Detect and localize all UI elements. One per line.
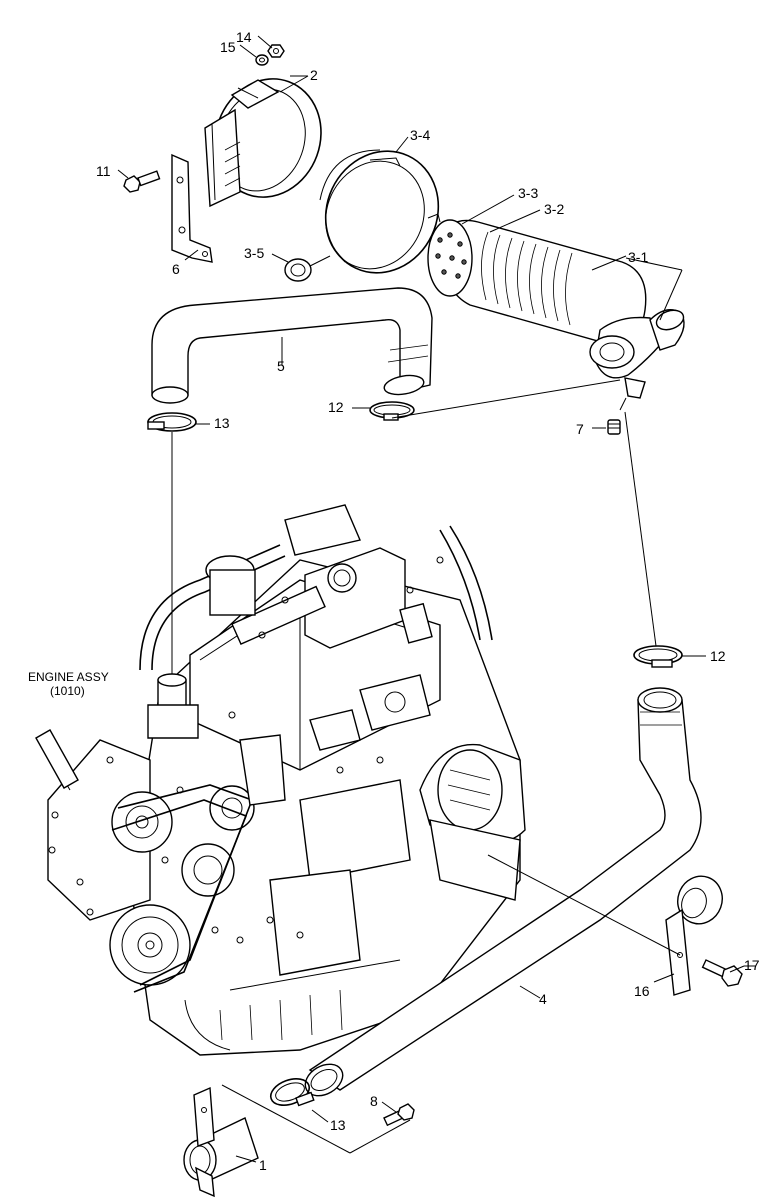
bolt-8	[383, 1103, 415, 1127]
engine-assy-label: ENGINE ASSY	[28, 670, 109, 684]
label-1: 1	[259, 1157, 267, 1173]
pipe-support-16	[665, 875, 723, 996]
label-13-upper: 13	[214, 415, 230, 431]
label-3-3: 3-3	[518, 185, 538, 201]
fitting-7	[607, 419, 621, 435]
label-3-1: 3-1	[628, 249, 648, 265]
hose-clamp-12-upper	[369, 401, 415, 421]
lower-hose-4	[304, 687, 702, 1097]
engine-assy-code: (1010)	[50, 684, 85, 698]
label-2: 2	[310, 67, 318, 83]
label-7: 7	[576, 421, 584, 437]
label-4: 4	[539, 991, 547, 1007]
bolt-17	[701, 959, 743, 987]
air-cleaner-3-1	[427, 219, 685, 399]
clamp-band-3-4	[319, 149, 441, 274]
label-8: 8	[370, 1093, 378, 1109]
label-12-lower: 12	[710, 648, 726, 664]
hose-clamp-13-lower	[269, 1078, 315, 1107]
cap-3-5	[284, 255, 331, 282]
mounting-band-2	[204, 78, 322, 208]
label-14: 14	[236, 29, 252, 45]
bracket-6	[171, 153, 213, 263]
label-3-4: 3-4	[410, 127, 430, 143]
bolt-11	[123, 170, 161, 193]
label-12-upper: 12	[328, 399, 344, 415]
label-6: 6	[172, 261, 180, 277]
hose-clamp-13-upper	[147, 412, 197, 432]
upper-hose-5	[151, 287, 433, 404]
label-13-lower: 13	[330, 1117, 346, 1133]
label-15: 15	[220, 39, 236, 55]
washer-15	[255, 54, 269, 66]
engine-assembly	[35, 504, 526, 1056]
perforation-holes	[435, 232, 467, 279]
hose-clamp-12-lower	[633, 645, 683, 668]
label-3-5: 3-5	[244, 245, 264, 261]
label-17: 17	[744, 957, 760, 973]
label-3-2: 3-2	[544, 201, 564, 217]
pipe-1	[183, 1086, 259, 1198]
label-5: 5	[277, 358, 285, 374]
label-11: 11	[96, 163, 111, 179]
label-16: 16	[634, 983, 650, 999]
